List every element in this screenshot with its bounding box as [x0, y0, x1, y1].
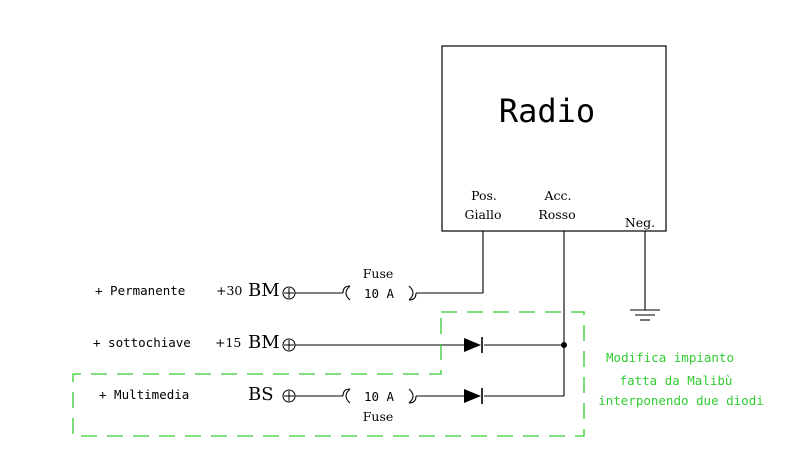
input-sottochiave-type: BM — [248, 332, 280, 353]
input-sottochiave-terminal: +15 — [215, 335, 241, 350]
modification-outline — [72, 311, 585, 437]
input-multimedia-label: + Multimedia — [99, 387, 189, 402]
fuse-bottom-rating: 10 A — [364, 389, 395, 404]
terminal-3-icon — [282, 389, 296, 403]
wire-permanente — [295, 231, 484, 294]
note-line-3: interponendo due diodi — [598, 393, 764, 408]
pin-acc-color: Rosso — [538, 207, 575, 222]
fuse-top-label: Fuse — [363, 266, 394, 281]
fuse-top-rating: 10 A — [364, 286, 395, 301]
pin-pos-color: Giallo — [465, 207, 502, 222]
fuse-top-icon — [342, 285, 417, 301]
fuse-bottom-icon — [342, 388, 417, 404]
diode-1-icon — [464, 337, 483, 353]
input-multimedia-type: BS — [248, 384, 274, 405]
pin-neg-label: Neg. — [625, 215, 655, 230]
diode-2-icon — [464, 388, 483, 404]
note-line-1: Modifica impianto — [606, 350, 734, 365]
note-line-2: fatta da Malibù — [620, 373, 733, 388]
input-permanente-label: + Permanente — [95, 283, 185, 298]
radio-box — [441, 45, 667, 232]
input-permanente-type: BM — [248, 280, 280, 301]
pin-acc-label: Acc. — [543, 188, 571, 203]
input-sottochiave-label: + sottochiave — [93, 335, 191, 350]
terminal-2-icon — [282, 338, 296, 352]
radio-title: Radio — [499, 92, 595, 130]
ground-icon — [630, 231, 660, 321]
input-permanente-terminal: +30 — [216, 283, 242, 298]
pin-pos-label: Pos. — [471, 188, 497, 203]
terminal-1-icon — [282, 286, 296, 300]
fuse-bottom-label: Fuse — [363, 409, 394, 424]
junction-dot — [561, 342, 567, 348]
